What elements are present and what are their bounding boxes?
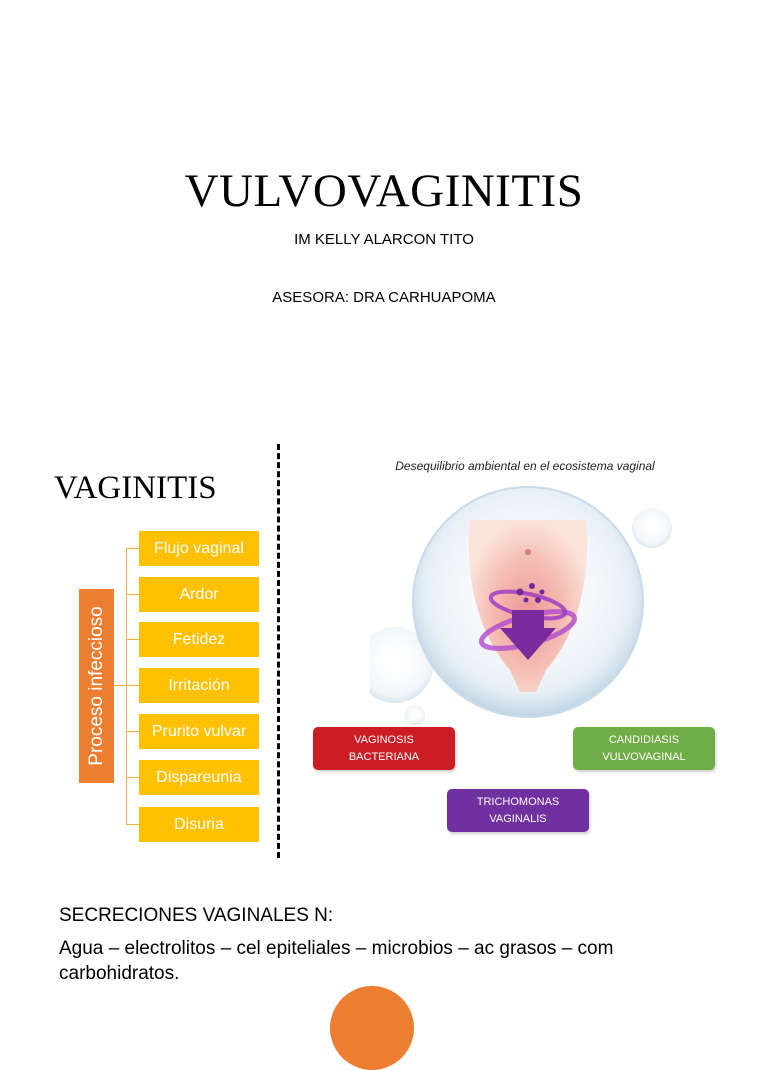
tag-trichomonas: TRICHOMONAS VAGINALIS <box>447 789 589 832</box>
dashed-divider <box>277 444 280 858</box>
tag-line: VAGINOSIS <box>354 733 414 746</box>
pelvis-bubble-illustration <box>370 486 672 725</box>
tag-line: VAGINALIS <box>489 812 547 825</box>
symptom-box: Prurito vulvar <box>139 714 259 749</box>
bracket-tick <box>126 639 139 640</box>
decorative-circle <box>330 986 414 1070</box>
bracket-tick <box>126 685 139 686</box>
secretions-body: Agua – electrolitos – cel epiteliales – … <box>59 938 614 984</box>
tag-candidiasis: CANDIDIASIS VULVOVAGINAL <box>573 727 715 770</box>
advisor-line: ASESORA: DRA CARHUAPOMA <box>272 289 496 306</box>
bracket-tick <box>126 548 139 549</box>
tag-line: TRICHOMONAS <box>476 795 560 808</box>
tag-line: VULVOVAGINAL <box>602 750 686 763</box>
bracket-tick <box>126 824 139 825</box>
bracket-tick <box>126 731 139 732</box>
tag-line: BACTERIANA <box>348 750 420 763</box>
tag-vaginosis: VAGINOSIS BACTERIANA <box>313 727 455 770</box>
symptom-box: Irritación <box>139 668 259 703</box>
bracket-spine <box>126 548 127 825</box>
bracket-tick <box>126 777 139 778</box>
symptom-box: Fetidez <box>139 622 259 657</box>
process-label: Proceso infeccioso <box>85 606 107 766</box>
bracket-tick <box>126 594 139 595</box>
tag-line: CANDIDIASIS <box>608 733 680 746</box>
symptom-box: Ardor <box>139 577 259 612</box>
symptom-box: Dispareunia <box>139 760 259 795</box>
vaginitis-heading: VAGINITIS <box>54 470 217 506</box>
bracket-stem <box>114 685 127 686</box>
symptom-box: Disuria <box>139 807 259 842</box>
author-line: IM KELLY ALARCON TITO <box>294 231 474 248</box>
process-box: Proceso infeccioso <box>79 589 114 783</box>
slide-title: VULVOVAGINITIS <box>184 165 584 217</box>
symptom-box: Flujo vaginal <box>139 531 259 566</box>
secretions-title: SECRECIONES VAGINALES N: <box>59 905 334 926</box>
ecosystem-caption: Desequilibrio ambiental en el ecosistema… <box>395 459 655 473</box>
